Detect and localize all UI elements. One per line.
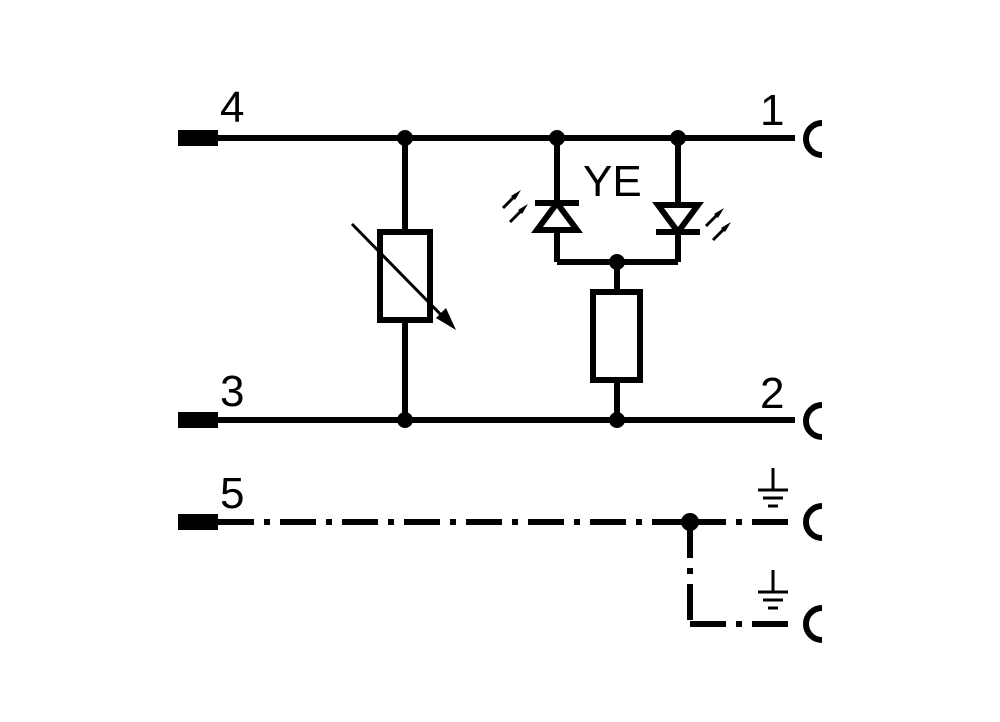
pin-label-2: 2	[760, 369, 784, 418]
pin-label-4: 4	[220, 83, 244, 132]
junction-dot	[397, 412, 413, 428]
pin-stub-4	[178, 130, 218, 146]
pin-label-5: 5	[220, 469, 244, 518]
earth-line	[218, 519, 795, 627]
led-right	[652, 202, 731, 242]
socket-contact-earth-2	[803, 605, 823, 643]
socket-contact-earth-1	[803, 503, 823, 541]
varistor	[350, 138, 456, 420]
pin-stub-3	[178, 412, 218, 428]
pin-label-1: 1	[760, 86, 784, 135]
led-left	[501, 190, 583, 233]
pin-stub-5	[178, 514, 218, 530]
junction-dot	[609, 254, 625, 270]
socket-contact-2	[803, 402, 823, 440]
socket-contact-1	[803, 120, 823, 158]
junction-dot	[670, 130, 686, 146]
junction-dot	[397, 130, 413, 146]
earth-icon	[758, 570, 788, 610]
junction-dot	[549, 130, 565, 146]
pin-label-3: 3	[220, 367, 244, 416]
junction-dot	[609, 412, 625, 428]
earth-icon	[758, 468, 788, 508]
led-color-label: YE	[583, 157, 642, 206]
